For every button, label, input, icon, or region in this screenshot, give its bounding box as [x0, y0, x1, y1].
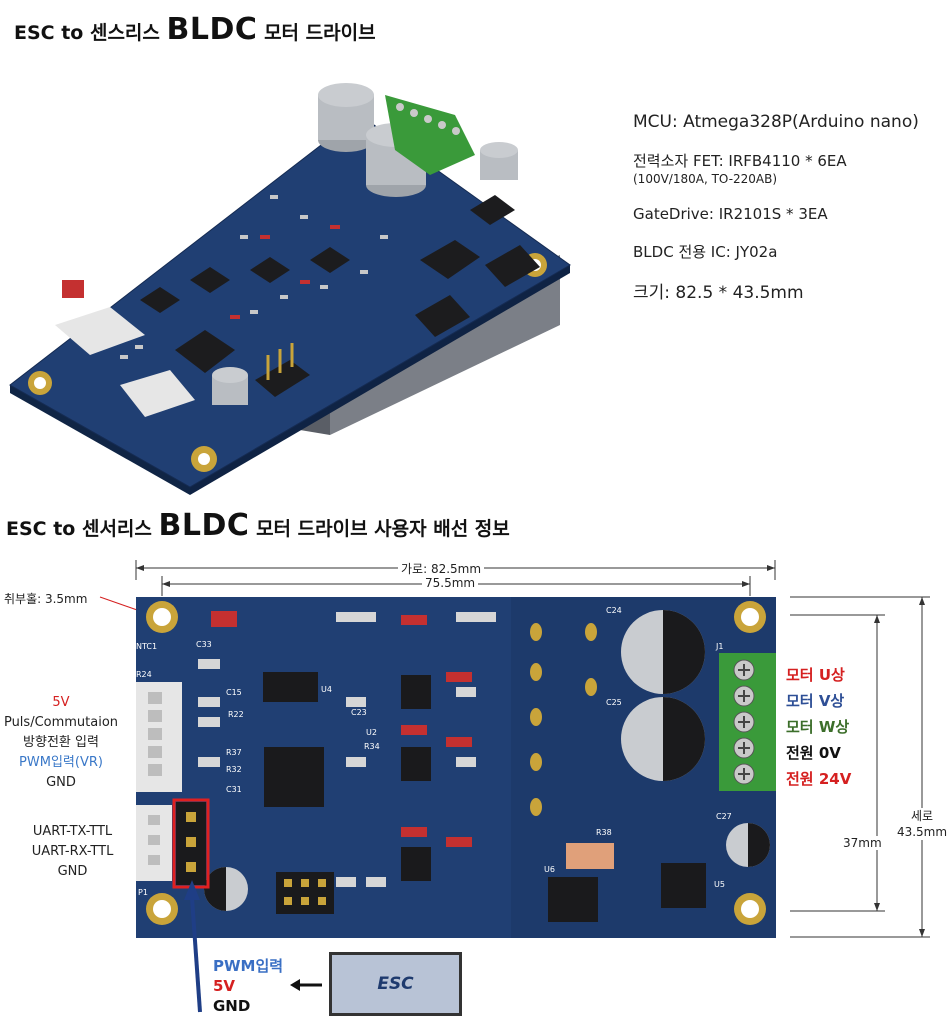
title-suffix: 모터 드라이브 [264, 22, 376, 44]
spec-fet-detail: (100V/180A, TO-220AB) [633, 172, 778, 186]
silk-r38: R38 [596, 828, 612, 837]
capacitor-icon [318, 83, 374, 107]
label-motor-u: 모터 U상 [786, 666, 845, 684]
connector-3d [55, 307, 145, 355]
label-bottom-gnd: GND [213, 997, 251, 1015]
mcu-chip [175, 330, 235, 373]
label-power-24v: 전원 24V [786, 770, 852, 788]
dim-width: 가로: 82.5mm [398, 560, 485, 577]
spec-mcu: MCU: Atmega328P(Arduino nano) [633, 112, 919, 132]
silk-c27: C27 [716, 812, 732, 821]
spec-gate: GateDrive: IR2101S * 3EA [633, 205, 828, 223]
spec-bldc-ic: BLDC 전용 IC: JY02a [633, 243, 778, 261]
terminal-labels: 모터 U상 모터 V상 모터 W상 전원 0V 전원 24V [786, 662, 851, 792]
silk-u4: U4 [321, 685, 332, 694]
label-power-0v: 전원 0V [786, 744, 841, 762]
dim-height-label: 세로 [910, 809, 934, 823]
silk-c15: C15 [226, 688, 242, 697]
silk-c31: C31 [226, 785, 242, 794]
silk-c33: C33 [196, 640, 212, 649]
label-motor-w: 모터 W상 [786, 718, 850, 736]
silk-u2: U2 [366, 728, 377, 737]
spec-fet: 전력소자 FET: IRFB4110 * 6EA [633, 152, 847, 170]
silk-r24: R24 [136, 670, 152, 679]
silk-r34: R34 [364, 742, 380, 751]
title-suffix: 모터 드라이브 사용자 배선 정보 [256, 518, 510, 540]
pcb-top-view: U4 U2 U6 U5 J1 C24 C25 C27 R38 C33 R24 C… [136, 597, 776, 938]
silk-u6: U6 [544, 865, 555, 874]
board-3d-render [9, 83, 571, 495]
esc-box: ESC [329, 952, 462, 1016]
label-5v: 5V [52, 695, 70, 710]
silk-p1: P1 [138, 888, 148, 897]
mount-hole-icon [146, 601, 178, 633]
silk-r37: R37 [226, 748, 242, 757]
dim-height-value: 43.5mm [896, 825, 948, 839]
dim-hole-diameter: 취부홀: 3.5mm [4, 592, 88, 606]
ic-mcu [264, 747, 324, 807]
label-gnd: GND [46, 775, 76, 790]
title-prefix: ESC to 센서리스 [6, 518, 152, 540]
dim-hole-span: 75.5mm [422, 576, 479, 590]
page-title: ESC to 센스리스 BLDC 모터 드라이브 [14, 12, 376, 47]
label-uart-rx: UART-RX-TTL [31, 844, 114, 859]
silk-c23: C23 [351, 708, 367, 717]
bottom-pin-labels: PWM입력 5V GND [213, 956, 283, 1016]
dim-height: 세로 43.5mm [892, 808, 952, 840]
label-pwm-in: PWM입력 [213, 957, 284, 975]
silk-c25: C25 [606, 698, 622, 707]
arrow-up-icon [184, 880, 200, 900]
silk-j1: J1 [715, 642, 723, 651]
section-title: ESC to 센서리스 BLDC 모터 드라이브 사용자 배선 정보 [6, 508, 510, 543]
silk-c24: C24 [606, 606, 622, 615]
title-bldc: BLDC [166, 12, 258, 47]
arrow-left-icon [290, 979, 300, 991]
silk-u5: U5 [714, 880, 725, 889]
uart-labels: UART-TX-TTL UART-RX-TTL GND [10, 822, 135, 882]
label-uart-gnd: GND [57, 864, 88, 879]
connector-5pin-labels: 5V Puls/Commutaion 방향전환 입력 PWM입력(VR) GND [0, 693, 122, 793]
label-uart-tx: UART-TX-TTL [32, 824, 113, 839]
ic-u4 [263, 672, 318, 702]
label-bottom-5v: 5V [213, 977, 236, 995]
label-dir: 방향전환 입력 [23, 735, 99, 750]
dim-inner-height: 37mm [843, 836, 882, 850]
label-puls: Puls/Commutaion [3, 715, 119, 730]
silk-r22: R22 [228, 710, 244, 719]
label-pwm-vr: PWM입력(VR) [19, 755, 103, 770]
title-prefix: ESC to 센스리스 [14, 22, 160, 44]
silk-ntc1: NTC1 [136, 642, 157, 651]
title-bldc: BLDC [158, 508, 250, 543]
label-motor-v: 모터 V상 [786, 692, 845, 710]
terminal-block-3d [385, 95, 475, 175]
spec-size: 크기: 82.5 * 43.5mm [633, 283, 804, 303]
silk-r32: R32 [226, 765, 242, 774]
